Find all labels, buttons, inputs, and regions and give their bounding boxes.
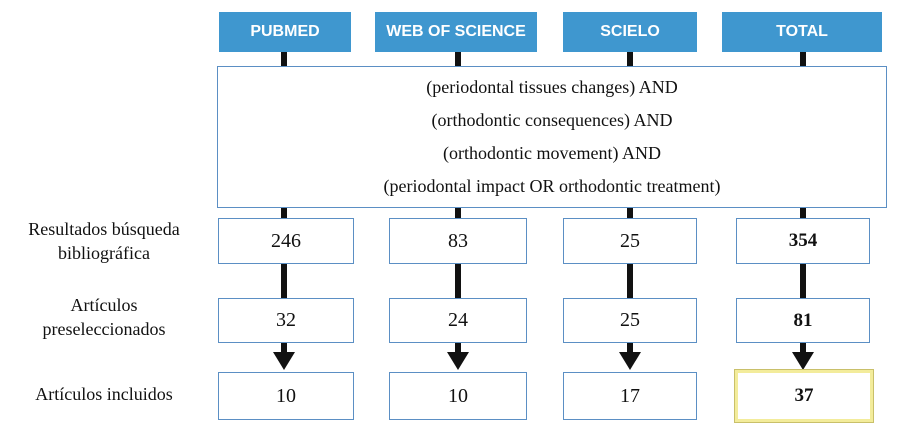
arrow-shaft-scielo: [627, 343, 633, 353]
arrow-head-pubmed: [273, 352, 295, 370]
query-line-2: (orthodontic consequences) AND: [431, 110, 673, 130]
arrow-head-scielo: [619, 352, 641, 370]
search-query-box: (periodontal tissues changes) AND (ortho…: [217, 66, 887, 208]
resultados-pubmed: 246: [218, 218, 354, 264]
connector-wos-r1: [455, 264, 461, 298]
resultados-total: 354: [736, 218, 870, 264]
header-scielo: SCIELO: [563, 12, 697, 52]
row-label-resultados-line2: bibliográfica: [58, 243, 150, 263]
resultados-scielo: 25: [563, 218, 697, 264]
connector-scielo-mid: [627, 208, 633, 218]
header-pubmed: PUBMED: [219, 12, 351, 52]
incluidos-scielo: 17: [563, 372, 697, 420]
resultados-web-of-science: 83: [389, 218, 527, 264]
connector-scielo-r1: [627, 264, 633, 298]
row-label-preseleccionados-line1: Artículos: [70, 295, 138, 315]
connector-wos-mid: [455, 208, 461, 218]
connector-pubmed-r1: [281, 264, 287, 298]
incluidos-pubmed: 10: [218, 372, 354, 420]
arrow-shaft-pubmed: [281, 343, 287, 353]
connector-total-top: [800, 52, 806, 66]
row-label-preseleccionados-line2: preseleccionados: [42, 319, 166, 339]
preseleccionados-web-of-science: 24: [389, 298, 527, 343]
row-label-resultados: Resultados búsqueda bibliográfica: [4, 217, 204, 265]
header-total: TOTAL: [722, 12, 882, 52]
connector-total-r1: [800, 264, 806, 298]
row-label-preseleccionados: Artículos preseleccionados: [4, 293, 204, 341]
row-label-incluidos: Artículos incluidos: [4, 382, 204, 406]
connector-scielo-top: [627, 52, 633, 66]
connector-total-mid: [800, 208, 806, 218]
preseleccionados-pubmed: 32: [218, 298, 354, 343]
query-line-4: (periodontal impact OR orthodontic treat…: [383, 176, 721, 196]
row-label-resultados-line1: Resultados búsqueda: [28, 219, 180, 239]
arrow-head-wos: [447, 352, 469, 370]
connector-wos-top: [455, 52, 461, 66]
preseleccionados-total: 81: [736, 298, 870, 343]
row-label-incluidos-line1: Artículos incluidos: [35, 384, 173, 404]
query-line-1: (periodontal tissues changes) AND: [426, 77, 678, 97]
preseleccionados-scielo: 25: [563, 298, 697, 343]
incluidos-total: 37: [734, 369, 874, 423]
incluidos-web-of-science: 10: [389, 372, 527, 420]
arrow-shaft-total: [800, 343, 806, 353]
connector-pubmed-mid: [281, 208, 287, 218]
connector-pubmed-top: [281, 52, 287, 66]
arrow-shaft-wos: [455, 343, 461, 353]
arrow-head-total: [792, 352, 814, 370]
header-web-of-science: WEB OF SCIENCE: [375, 12, 537, 52]
query-line-3: (orthodontic movement) AND: [443, 143, 661, 163]
